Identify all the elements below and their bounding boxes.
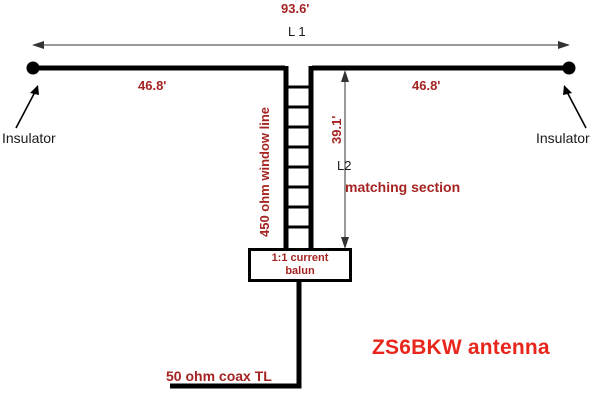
insulator-leader-left [15,89,37,129]
right-leg-length-label: 46.8' [412,78,441,93]
left-leg-length-label: 46.8' [138,78,167,93]
insulator-arrowhead-left [30,85,39,95]
coax-transmission-line [170,282,302,389]
balun-box: 1:1 current balun [248,248,352,282]
insulator-right-label: Insulator [536,130,590,146]
total-length-label: 93.6' [281,1,310,16]
insulator-dot-left [26,61,40,75]
insulator-leader-right [565,89,587,129]
dimension-arrowhead-right [558,41,570,49]
insulator-left-label: Insulator [2,130,56,146]
matching-section-desc-label: matching section [345,179,461,195]
dimension-arrowhead-top [341,70,349,82]
insulator-arrowhead-right [563,85,572,95]
dimension-arrowhead-bottom [341,237,349,249]
total-length-name-label: L 1 [288,24,306,39]
matching-section-name-label: L2 [337,158,352,173]
ladder-line-rails [283,66,314,250]
balun-label-line1: 1:1 current [271,252,329,264]
dimension-arrowhead-left [32,41,44,49]
matching-length-label: 39.1' [329,115,344,144]
insulator-dot-right [562,61,576,75]
diagram-title: ZS6BKW antenna [372,336,550,359]
feedline-type-label: 450 ohm window line [257,106,272,237]
coax-label: 50 ohm coax TL [166,368,272,384]
balun-label-line2: balun [285,265,315,277]
ladder-line-rungs [286,85,311,229]
